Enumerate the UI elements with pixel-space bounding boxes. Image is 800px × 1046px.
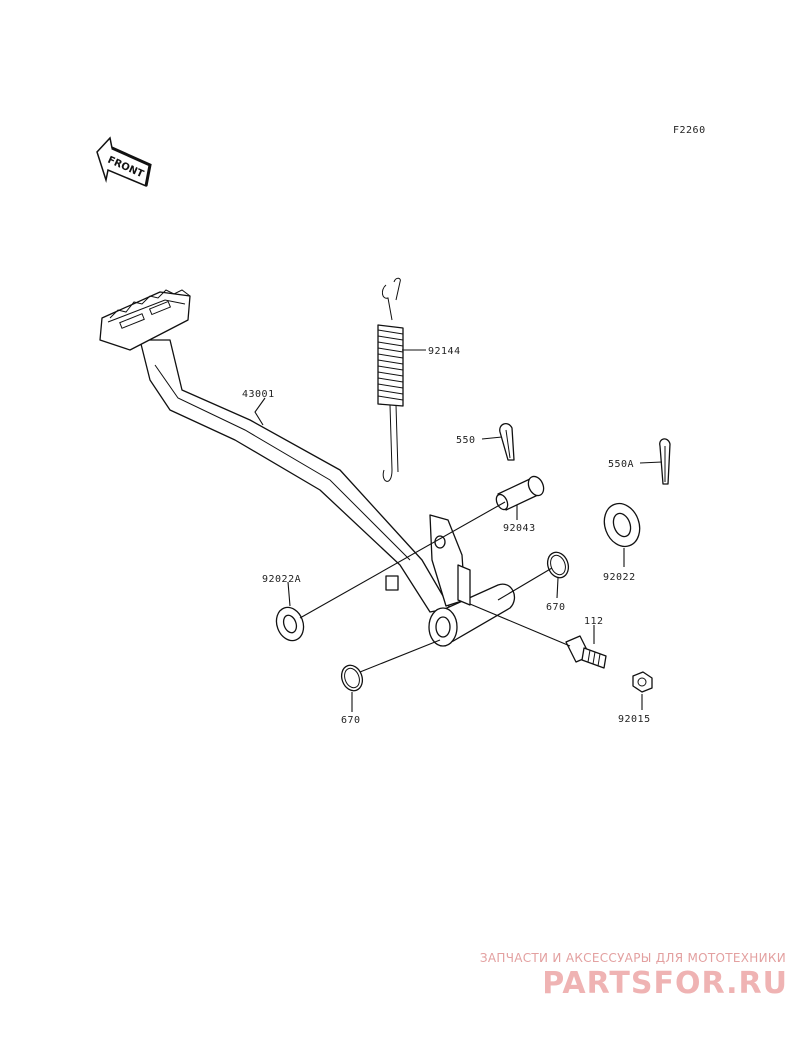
part-label-92144: 92144 xyxy=(428,346,461,357)
clevis-pin-92043 xyxy=(495,475,545,511)
part-label-92022: 92022 xyxy=(603,572,636,583)
bolt-112 xyxy=(565,635,607,669)
part-label-670-lower: 670 xyxy=(341,715,361,726)
part-label-43001: 43001 xyxy=(242,389,275,400)
brake-pedal-43001 xyxy=(99,289,515,647)
cotter-pin-550 xyxy=(499,422,515,461)
nut-92015 xyxy=(632,671,653,693)
return-spring-92144 xyxy=(377,277,404,482)
part-label-112: 112 xyxy=(584,616,604,627)
part-label-92022a: 92022A xyxy=(262,574,301,585)
part-label-550a: 550A xyxy=(608,459,634,470)
front-arrow-icon: FRONT xyxy=(96,136,152,188)
leader-lines xyxy=(254,349,663,712)
cotter-pin-550a xyxy=(659,438,671,485)
watermark-tagline: ЗАПЧАСТИ И АКСЕССУАРЫ ДЛЯ МОТОТЕХНИКИ xyxy=(479,951,786,965)
washer-92022 xyxy=(603,502,641,548)
o-ring-670-lower xyxy=(340,664,364,692)
part-label-92043: 92043 xyxy=(503,523,536,534)
part-label-550: 550 xyxy=(456,435,476,446)
watermark-logo: PARTSFOR.RU xyxy=(542,966,788,1001)
part-label-670-upper: 670 xyxy=(546,602,566,613)
diagram-code: F2260 xyxy=(673,125,706,136)
o-ring-670-upper xyxy=(546,551,570,579)
part-label-92015: 92015 xyxy=(618,714,651,725)
washer-92022a xyxy=(275,606,305,642)
assembly-lines xyxy=(299,501,571,673)
